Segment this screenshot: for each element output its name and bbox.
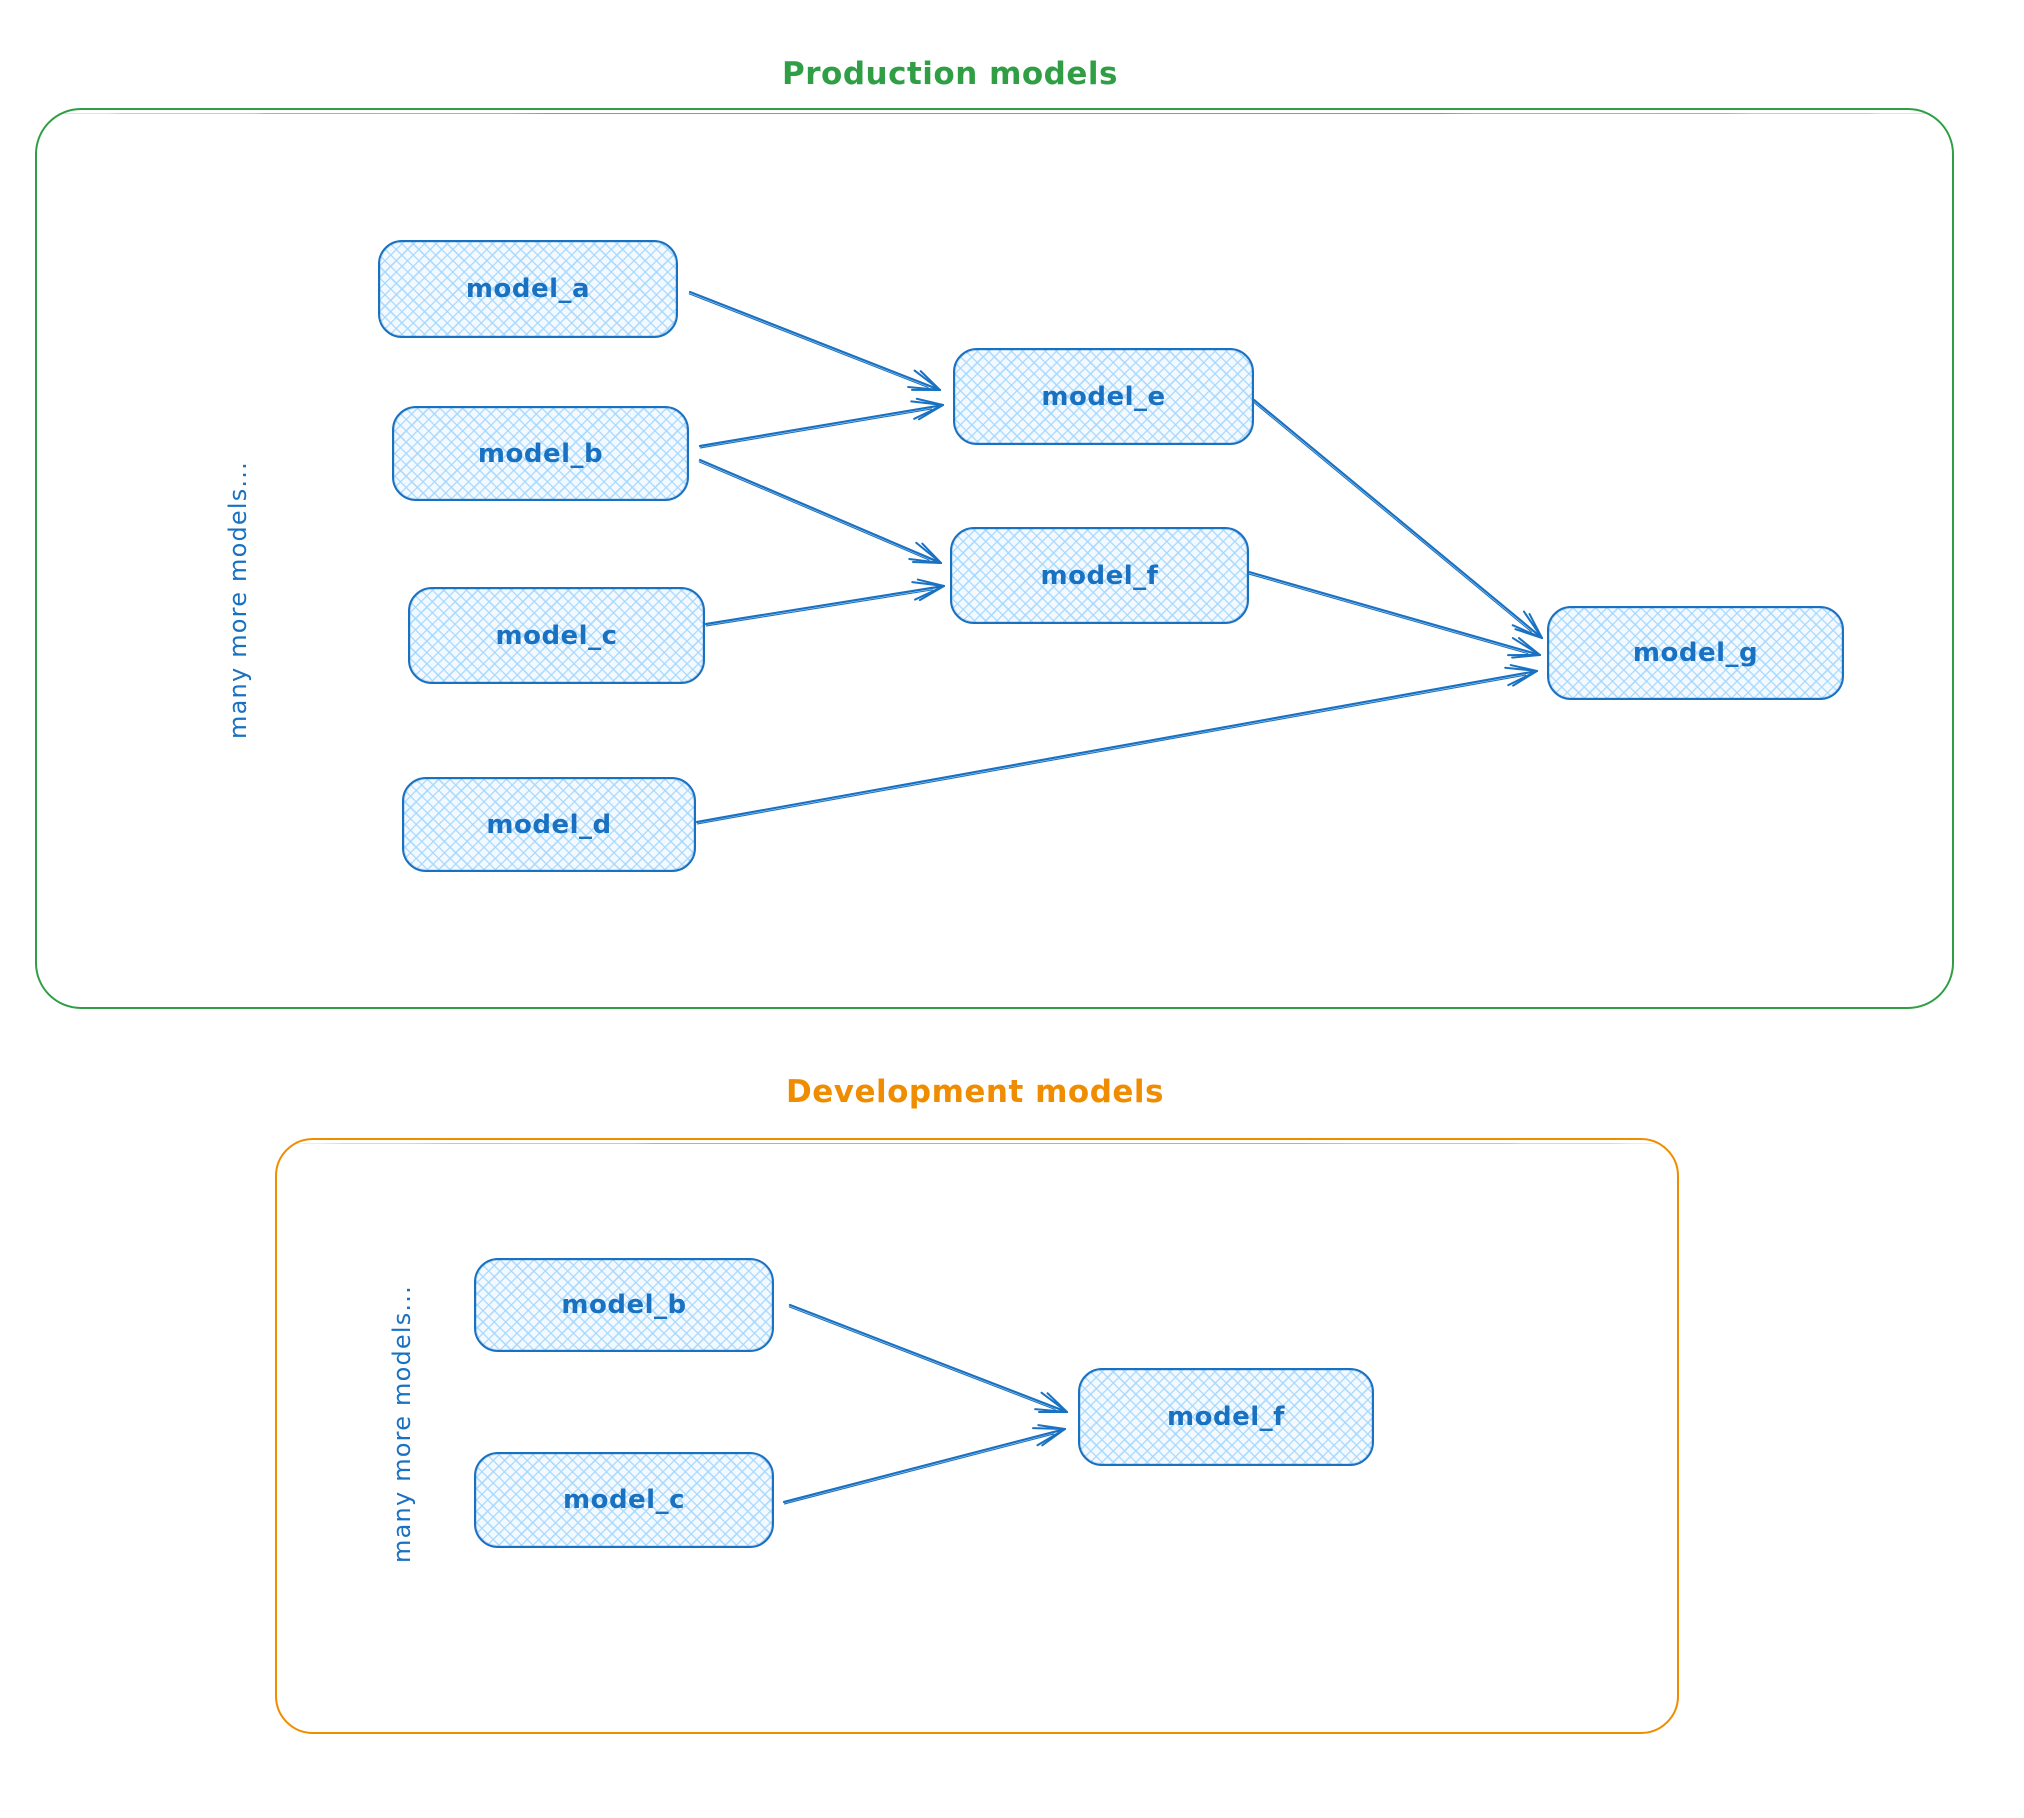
node-label: model_e xyxy=(1041,381,1166,412)
node-label: model_b xyxy=(561,1290,687,1320)
node-label: model_d xyxy=(486,809,612,840)
node-production-model_e[interactable]: model_e xyxy=(953,348,1254,445)
node-label: model_b xyxy=(477,438,604,469)
node-production-model_d[interactable]: model_d xyxy=(402,777,696,872)
node-label: model_f xyxy=(1040,560,1159,591)
node-development-model_b[interactable]: model_b xyxy=(474,1258,774,1352)
development-frame xyxy=(275,1138,1679,1734)
node-development-model_f[interactable]: model_f xyxy=(1078,1368,1374,1466)
node-production-model_f[interactable]: model_f xyxy=(950,527,1249,624)
node-production-model_c[interactable]: model_c xyxy=(408,587,705,684)
development-title: Development models xyxy=(785,1074,1164,1110)
node-production-model_g[interactable]: model_g xyxy=(1547,606,1844,700)
node-label: model_c xyxy=(562,1485,686,1515)
node-label: model_g xyxy=(1632,638,1759,668)
production-side-label: many more models... xyxy=(224,461,252,739)
production-title: Production models xyxy=(782,56,1118,92)
node-production-model_b[interactable]: model_b xyxy=(392,406,689,501)
node-production-model_a[interactable]: model_a xyxy=(378,240,678,338)
production-frame xyxy=(35,108,1954,1009)
node-label: model_f xyxy=(1167,1402,1285,1432)
node-development-model_c[interactable]: model_c xyxy=(474,1452,774,1548)
node-label: model_a xyxy=(465,274,591,304)
development-side-label: many more models... xyxy=(388,1285,416,1563)
node-label: model_c xyxy=(495,620,618,651)
